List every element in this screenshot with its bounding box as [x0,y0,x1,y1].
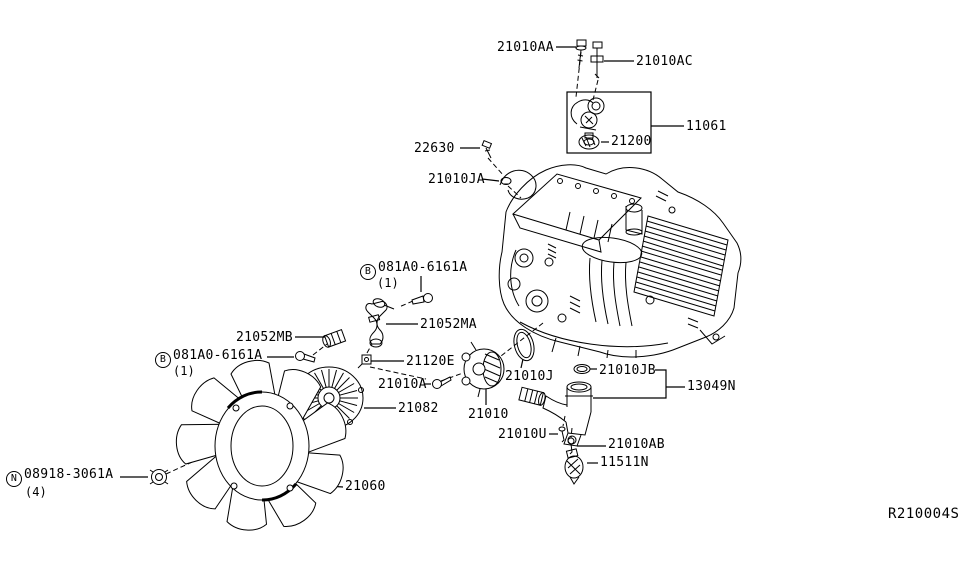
callout-11511N[interactable]: 11511N [600,455,649,470]
water-pipe-21052MA [365,298,395,348]
oring-21010JB [573,364,591,374]
water-pump-21010 [461,341,505,398]
callout-21010A[interactable]: 21010A [378,377,427,392]
engine-illustration [498,164,742,359]
connector-21052MB [322,328,347,348]
bolt-21010U [558,426,566,443]
plug-21010JA [500,177,512,185]
callout-11061[interactable]: 11061 [686,119,727,134]
callout-21120E[interactable]: 21120E [406,354,455,369]
callout-21010U[interactable]: 21010U [498,427,547,442]
callout-qty-2: (1) [173,364,195,378]
prefix-b-icon: B [360,264,376,280]
clip-21120E [357,354,372,369]
fan-21060 [171,359,353,538]
callout-21200[interactable]: 21200 [611,134,652,149]
callout-21082[interactable]: 21082 [398,401,439,416]
callout-13049N[interactable]: 13049N [687,379,736,394]
bolt-081A0-6161A-1 [411,293,433,305]
callout-22630[interactable]: 22630 [414,141,455,156]
callout-21010[interactable]: 21010 [468,407,509,422]
callout-21010AB[interactable]: 21010AB [608,437,665,452]
bolt-21010AB [567,437,575,455]
callout-21052MB[interactable]: 21052MB [236,330,293,345]
oring-21010J [513,328,535,362]
callout-qty-1: (1) [377,276,399,290]
prefix-b-icon: B [155,352,171,368]
callout-21010JA[interactable]: 21010JA [428,172,485,187]
callout-21010AC[interactable]: 21010AC [636,54,693,69]
part-number: 08918-3061A [24,467,114,482]
nut-08918-3061A [149,469,169,485]
part-number: 081A0-6161A [378,260,468,275]
sensor-11511N [564,448,584,485]
prefix-n-icon: N [6,471,22,487]
thermostat-housing [570,97,605,131]
thermostat-housing-box [566,91,652,154]
water-outlet-13049N [518,381,593,447]
bolt-21010A [432,376,452,389]
part-number: 081A0-6161A [173,348,263,363]
bolt-21010AC [590,41,604,79]
diagram-ref-code: R210004S [888,506,960,522]
callout-21010J[interactable]: 21010J [505,369,554,384]
callout-21052MA[interactable]: 21052MA [420,317,477,332]
sender-22630 [481,139,493,159]
callout-qty-n: (4) [25,485,47,499]
callout-21010JB[interactable]: 21010JB [599,363,656,378]
callout-21010AA[interactable]: 21010AA [497,40,554,55]
bolt-081A0-6161A-2 [295,351,316,363]
callout-21060[interactable]: 21060 [345,479,386,494]
thermostat [578,132,600,150]
bolt-21010AA [575,39,587,69]
